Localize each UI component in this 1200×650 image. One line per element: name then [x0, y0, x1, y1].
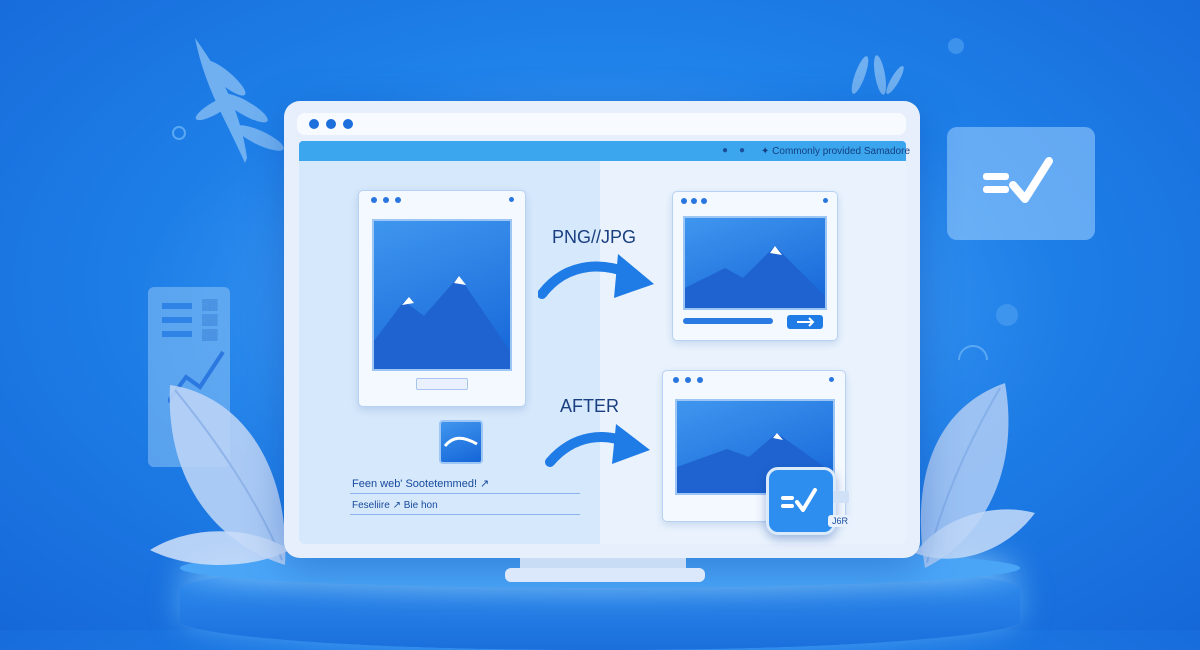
window-dot — [681, 198, 687, 204]
divider — [350, 514, 580, 515]
window-dot — [697, 377, 703, 383]
image-thumbnail-icon — [439, 420, 483, 464]
mountain-image-icon — [372, 219, 512, 371]
side-item-1: ▒▒ — [202, 299, 218, 311]
window-title-bar — [297, 113, 906, 135]
next-button[interactable] — [787, 315, 823, 329]
source-image-window — [358, 190, 526, 407]
caption-line-1: Feen web' Sootetemmed! ↗ — [352, 478, 490, 490]
side-item-2: ▒▒ — [202, 314, 218, 326]
check-list-icon — [781, 488, 817, 512]
after-label: AFTER — [560, 396, 620, 416]
check-card — [947, 127, 1095, 240]
window-dot — [509, 197, 514, 202]
window-dot[interactable] — [343, 119, 353, 129]
badge-tab — [833, 491, 849, 503]
check-list-icon — [983, 157, 1053, 203]
address-text: ✦ Commonly provided Samadore — [761, 146, 910, 157]
lock-icon: ● — [739, 145, 746, 156]
check-badge[interactable] — [766, 467, 836, 535]
leaf-right-icon — [915, 383, 1035, 568]
converted-image-window — [672, 191, 838, 341]
window-dot — [701, 198, 707, 204]
window-dot[interactable] — [309, 119, 319, 129]
window-dot — [829, 377, 834, 382]
window-dot — [823, 198, 828, 203]
window-dot — [371, 197, 377, 203]
deco-circle — [172, 126, 186, 140]
progress-bar — [683, 318, 773, 324]
arrow-right-icon — [538, 254, 654, 299]
window-dot — [383, 197, 389, 203]
window-dot — [673, 377, 679, 383]
window-dot[interactable] — [326, 119, 336, 129]
window-dot — [395, 197, 401, 203]
window-dot — [685, 377, 691, 383]
plant-left-top — [195, 38, 284, 163]
window-button[interactable] — [416, 378, 468, 390]
arrow-right-icon — [545, 424, 650, 467]
deco-circle — [996, 304, 1018, 326]
divider — [350, 493, 580, 494]
format-label: PNG//JPG — [552, 227, 637, 247]
leaf-left-icon — [150, 385, 290, 565]
globe-icon: ● — [722, 145, 729, 156]
mountain-image-icon — [683, 216, 827, 310]
monitor-stand-base — [505, 568, 705, 582]
side-item-3: ▒▒ — [202, 329, 218, 341]
caption-line-2: Feseliire ↗ Bie hon — [352, 500, 438, 511]
deco-circle — [948, 38, 964, 54]
refresh-icon — [958, 345, 988, 361]
mountain-image-icon — [675, 399, 835, 495]
window-dot — [691, 198, 697, 204]
plant-right-top — [851, 55, 904, 95]
address-bar[interactable]: ● ● ✦ Commonly provided Samadore — [299, 141, 910, 163]
format-badge: J6R — [828, 515, 853, 527]
